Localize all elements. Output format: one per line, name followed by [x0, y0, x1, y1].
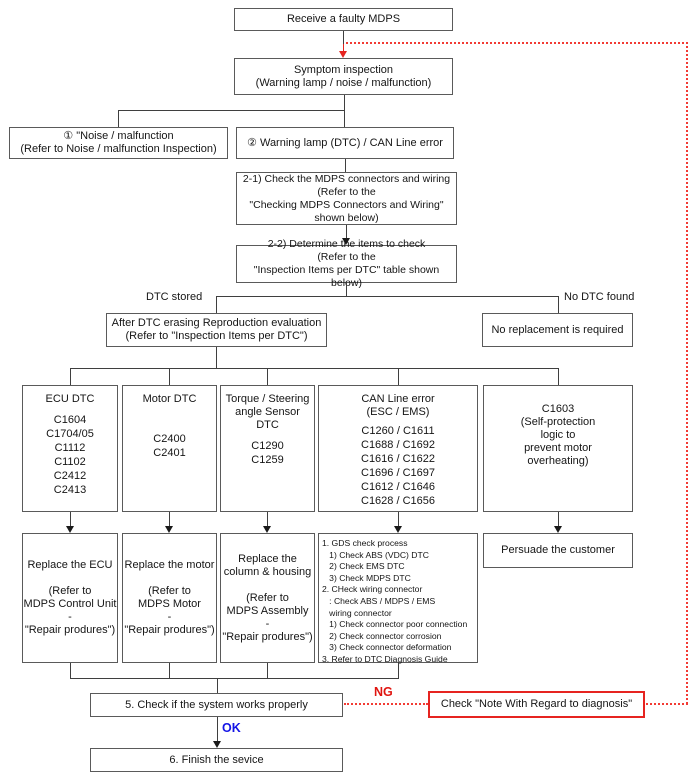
connector-line: [346, 225, 347, 239]
arrowhead-replace-ecu: [66, 526, 74, 533]
flow-node-check-system-works: 5. Check if the system works properly: [90, 693, 343, 717]
connector-line: [216, 296, 559, 297]
flow-node-replace-column-housing: Replace the column & housing (Refer to M…: [220, 533, 315, 663]
connector-line: [343, 31, 344, 44]
connector-line: [70, 512, 71, 527]
flow-node-c1603-self-protection: C1603 (Self-protection logic to prevent …: [483, 385, 633, 512]
feedback-dotted-line-top: [346, 42, 688, 44]
flow-node-note-with-regard-to-diagnosis: Check "Note With Regard to diagnosis": [428, 691, 645, 718]
connector-line: [344, 95, 345, 110]
flow-node-gds-check-process: 1. GDS check process 1) Check ABS (VDC) …: [318, 533, 478, 664]
can-line-error-codes: C1260 / C1611 C1688 / C1692 C1616 / C162…: [361, 425, 435, 507]
connector-line: [398, 368, 399, 385]
flow-node-noise-malfunction: ① "Noise / malfunction (Refer to Noise /…: [9, 127, 228, 159]
arrowhead-replace-column: [263, 526, 271, 533]
branch-label-ng: NG: [374, 685, 393, 699]
connector-line: [169, 368, 170, 385]
flow-node-no-replacement: No replacement is required: [482, 313, 633, 347]
flow-node-can-line-error: CAN Line error (ESC / EMS) C1260 / C1611…: [318, 385, 478, 512]
arrowhead-replace-motor: [165, 526, 173, 533]
ng-dotted-line-left: [344, 703, 428, 705]
motor-dtc-title: Motor DTC: [142, 393, 197, 405]
arrowhead-gds-check: [394, 526, 402, 533]
arrowhead-finish: [213, 741, 221, 748]
torque-sensor-dtc-codes: C1290 C1259: [251, 440, 284, 466]
connector-line: [558, 296, 559, 313]
flow-node-after-dtc-erasing: After DTC erasing Reproduction evaluatio…: [106, 313, 327, 347]
flow-node-symptom-inspection: Symptom inspection (Warning lamp / noise…: [234, 58, 453, 95]
flow-node-ecu-dtc: ECU DTC C1604 C1704/05 C1112 C1102 C2412…: [22, 385, 118, 512]
connector-line: [217, 678, 218, 693]
branch-label-dtc-stored: DTC stored: [146, 291, 203, 303]
motor-dtc-codes: C2400 C2401: [153, 433, 186, 459]
red-arrowhead-symptom: [339, 51, 347, 58]
connector-line: [267, 368, 268, 385]
can-line-error-title: CAN Line error (ESC / EMS): [361, 393, 435, 418]
connector-line: [70, 663, 71, 678]
connector-line-red: [343, 44, 344, 52]
connector-line: [169, 512, 170, 527]
arrowhead-persuade: [554, 526, 562, 533]
connector-line: [558, 512, 559, 527]
connector-line: [217, 717, 218, 741]
ecu-dtc-codes: C1604 C1704/05 C1112 C1102 C2412 C2413: [46, 414, 94, 496]
arrowhead-determine-items: [342, 238, 350, 245]
torque-sensor-dtc-title: Torque / Steering angle Sensor DTC: [225, 393, 310, 431]
branch-label-ok: OK: [222, 721, 241, 735]
connector-line: [398, 663, 399, 678]
connector-line: [216, 347, 217, 368]
connector-line: [216, 296, 217, 313]
connector-line: [70, 678, 399, 679]
connector-line: [118, 110, 119, 127]
branch-label-no-dtc-found: No DTC found: [564, 291, 635, 303]
connector-line: [70, 368, 71, 385]
flow-node-receive-faulty-mdps: Receive a faulty MDPS: [234, 8, 453, 31]
feedback-dotted-line-right: [686, 42, 688, 704]
ng-dotted-line-right: [646, 703, 688, 705]
connector-line: [267, 663, 268, 678]
connector-line: [346, 283, 347, 296]
ecu-dtc-title: ECU DTC: [45, 393, 95, 405]
flow-node-replace-motor: Replace the motor (Refer to MDPS Motor -…: [122, 533, 217, 663]
connector-line: [267, 512, 268, 527]
flow-node-replace-ecu: Replace the ECU (Refer to MDPS Control U…: [22, 533, 118, 663]
flow-node-determine-items: 2-2) Determine the items to check (Refer…: [236, 238, 457, 289]
connector-line: [345, 159, 346, 172]
flow-node-torque-sensor-dtc: Torque / Steering angle Sensor DTC C1290…: [220, 385, 315, 512]
connector-line: [118, 110, 345, 111]
flow-node-motor-dtc: Motor DTC C2400 C2401: [122, 385, 217, 512]
connector-line: [398, 512, 399, 527]
flow-node-finish-service: 6. Finish the sevice: [90, 748, 343, 772]
connector-line: [169, 663, 170, 678]
flow-node-check-connectors-wiring: 2-1) Check the MDPS connectors and wirin…: [236, 172, 457, 225]
connector-line: [344, 110, 345, 127]
connector-line: [70, 368, 559, 369]
flow-node-warning-lamp-can-error: ② Warning lamp (DTC) / CAN Line error: [236, 127, 454, 159]
flow-node-persuade-customer: Persuade the customer: [483, 533, 633, 568]
connector-line: [558, 368, 559, 385]
